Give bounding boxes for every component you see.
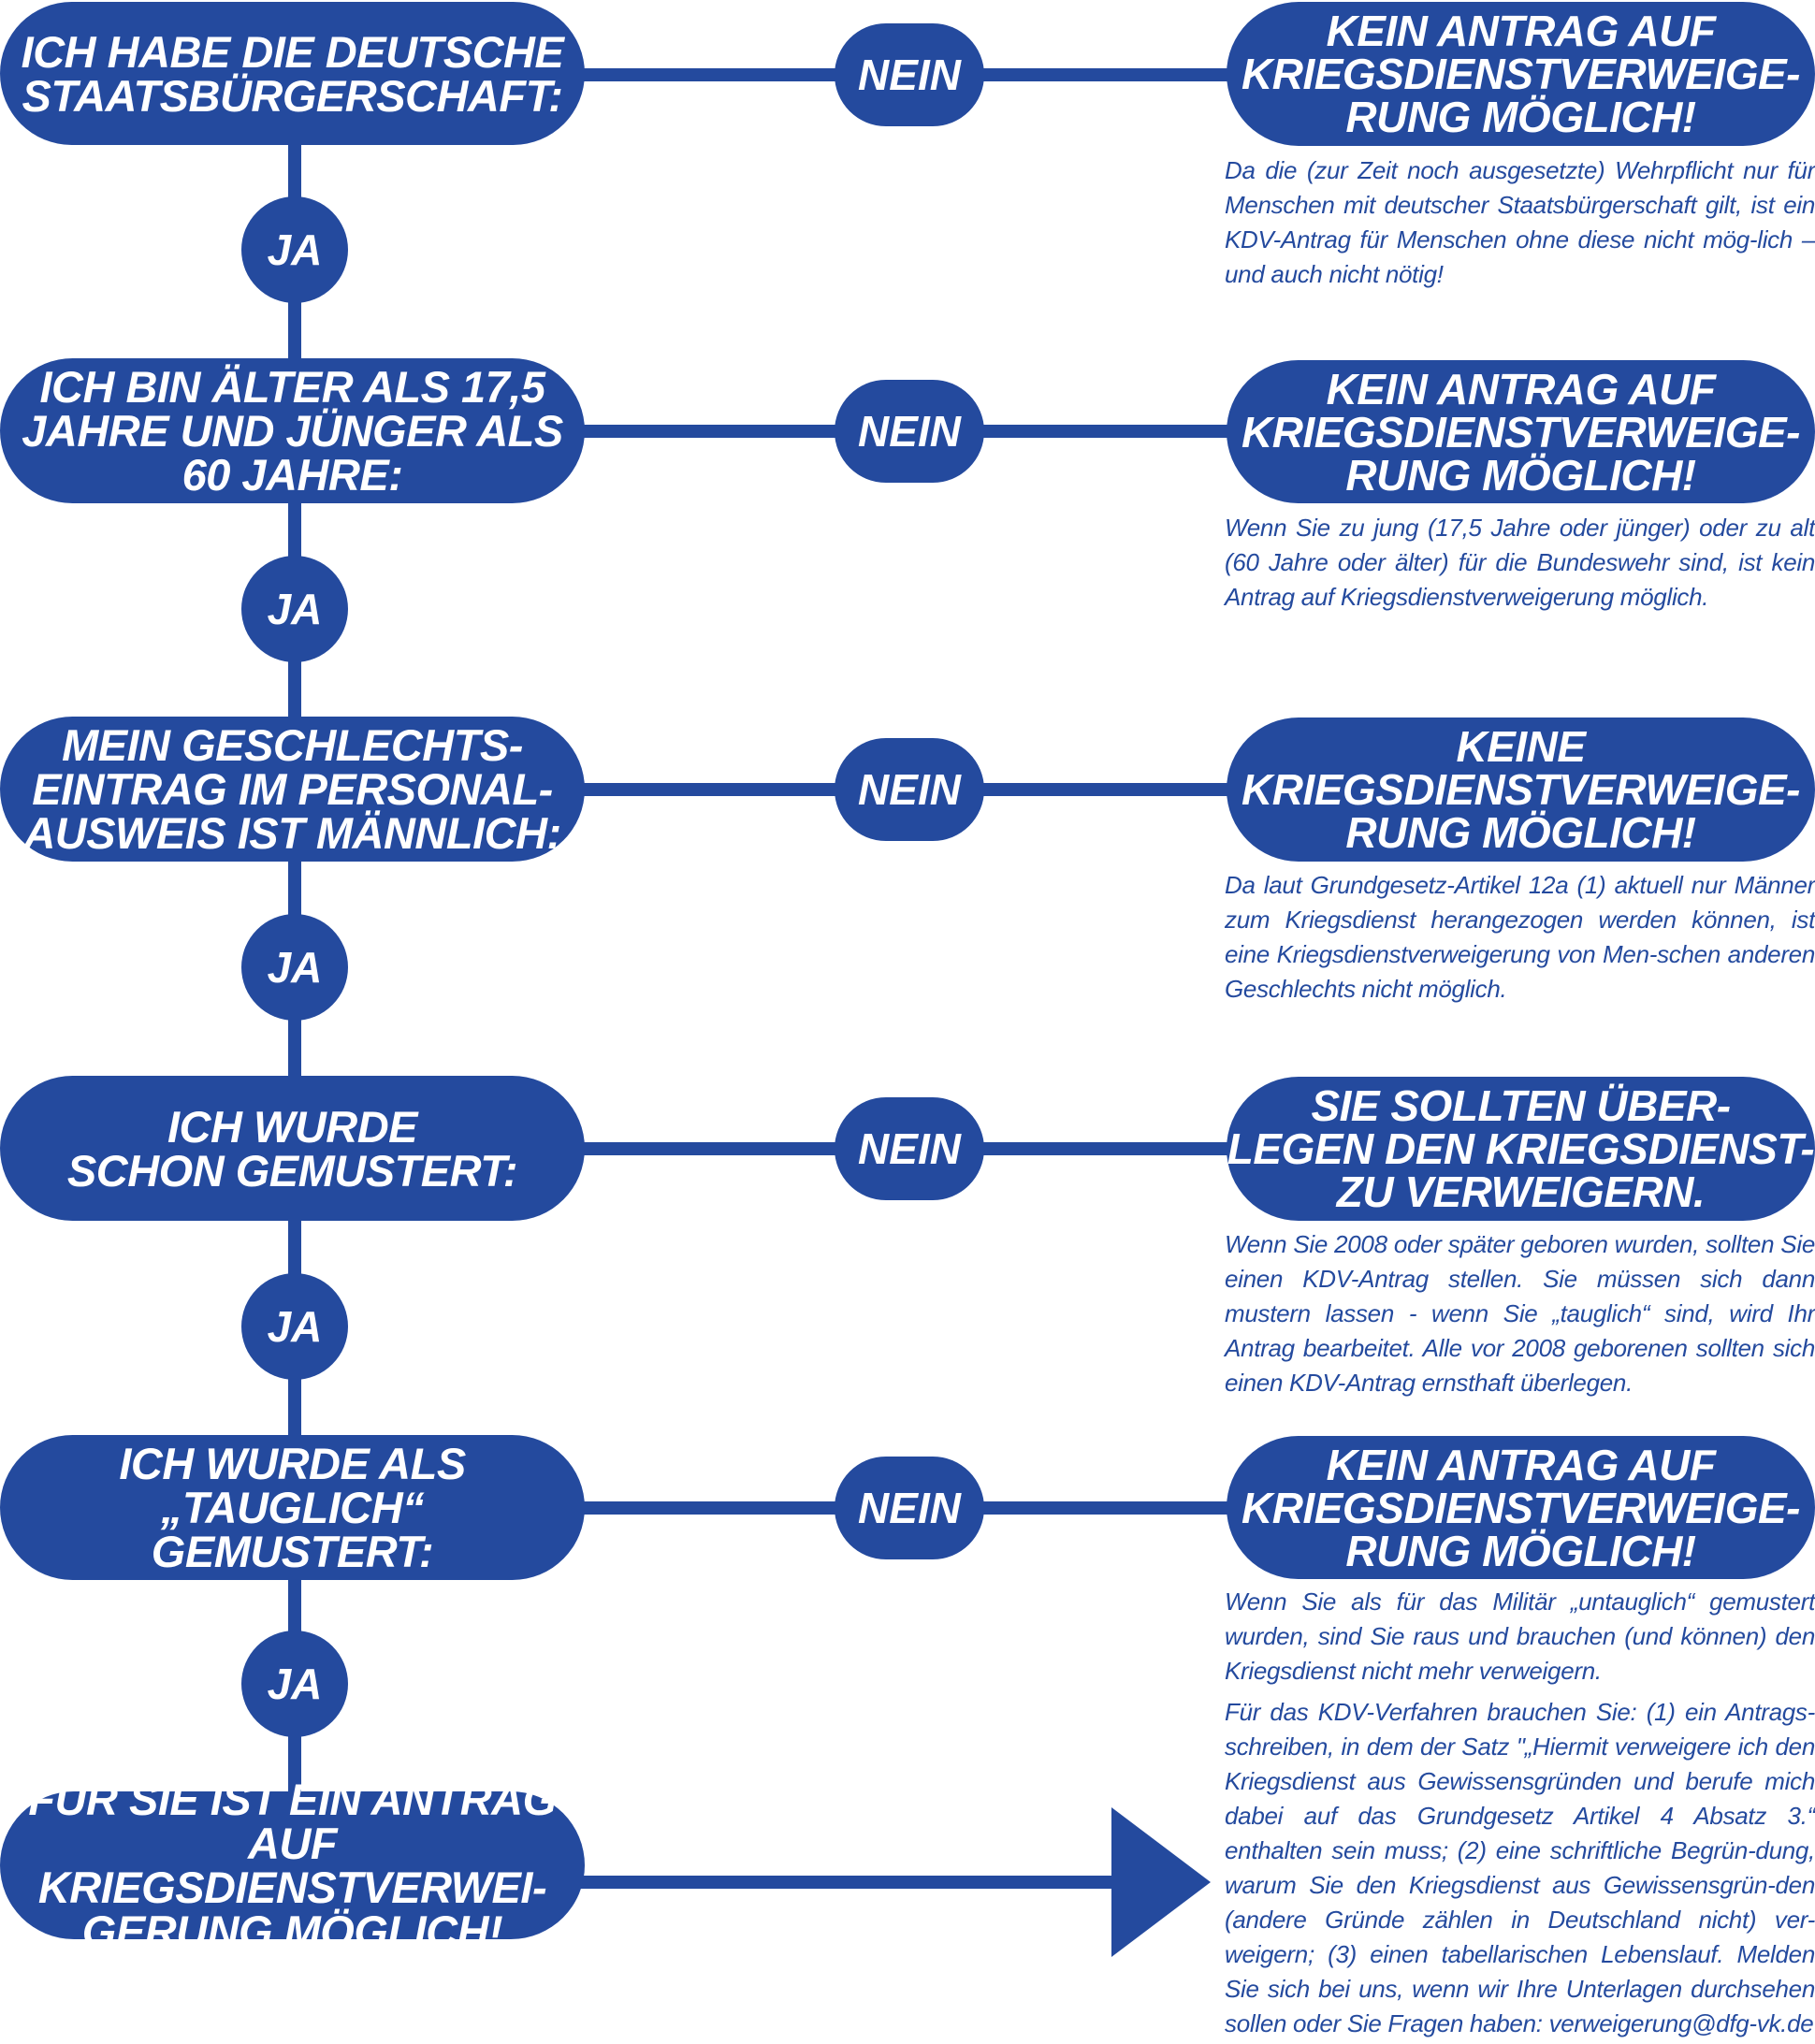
result-no-application-2: KEIN ANTRAG AUF KRIEGSDIENSTVERWEIGE- RU… [1227, 360, 1815, 503]
result-consider-objection: SIE SOLLTEN ÜBER- LEGEN DEN KRIEGSDIENST… [1227, 1077, 1815, 1221]
ja-bubble-5: JA [241, 1631, 348, 1737]
result-no-objection-gender: KEINE KRIEGSDIENSTVERWEIGE- RUNG MÖGLICH… [1227, 718, 1815, 862]
final-note: Für das KDV-Verfahren brauchen Sie: (1) … [1225, 1698, 1815, 2037]
nein-bubble-4: NEIN [835, 1097, 984, 1200]
question-fit-for-service: ICH WURDE ALS „TAUGLICH“ GEMUSTERT: [0, 1435, 585, 1580]
nein-bubble-3: NEIN [835, 738, 984, 841]
ja-bubble-4: JA [241, 1273, 348, 1380]
question-citizenship: ICH HABE DIE DEUTSCHE STAATSBÜRGERSCHAFT… [0, 2, 585, 145]
note-fit-for-service: Wenn Sie als für das Militär „untauglich… [1225, 1587, 1815, 1685]
result-no-application-1: KEIN ANTRAG AUF KRIEGSDIENSTVERWEIGE- RU… [1227, 2, 1815, 146]
nein-bubble-5: NEIN [835, 1457, 984, 1559]
question-age: ICH BIN ÄLTER ALS 17,5 JAHRE UND JÜNGER … [0, 358, 585, 503]
ja-bubble-2: JA [241, 556, 348, 662]
ja-bubble-1: JA [241, 196, 348, 303]
result-no-application-3: KEIN ANTRAG AUF KRIEGSDIENSTVERWEIGE- RU… [1227, 1436, 1815, 1579]
note-age: Wenn Sie zu jung (17,5 Jahre oder jünger… [1225, 514, 1815, 611]
final-arrow-head-icon [1111, 1807, 1211, 1957]
question-mustered: ICH WURDE SCHON GEMUSTERT: [0, 1076, 585, 1221]
final-statement: FÜR SIE IST EIN ANTRAG AUF KRIEGSDIENSTV… [0, 1777, 585, 1953]
note-gender: Da laut Grundgesetz-Artikel 12a (1) aktu… [1225, 871, 1815, 1003]
nein-bubble-2: NEIN [835, 380, 984, 483]
question-gender: MEIN GESCHLECHTS- EINTRAG IM PERSONAL- A… [0, 717, 585, 862]
note-citizenship: Da die (zur Zeit noch ausgesetzte) Wehrp… [1225, 156, 1815, 288]
ja-bubble-3: JA [241, 914, 348, 1021]
note-mustered: Wenn Sie 2008 oder später geboren wurden… [1225, 1230, 1815, 1397]
nein-bubble-1: NEIN [835, 23, 984, 126]
